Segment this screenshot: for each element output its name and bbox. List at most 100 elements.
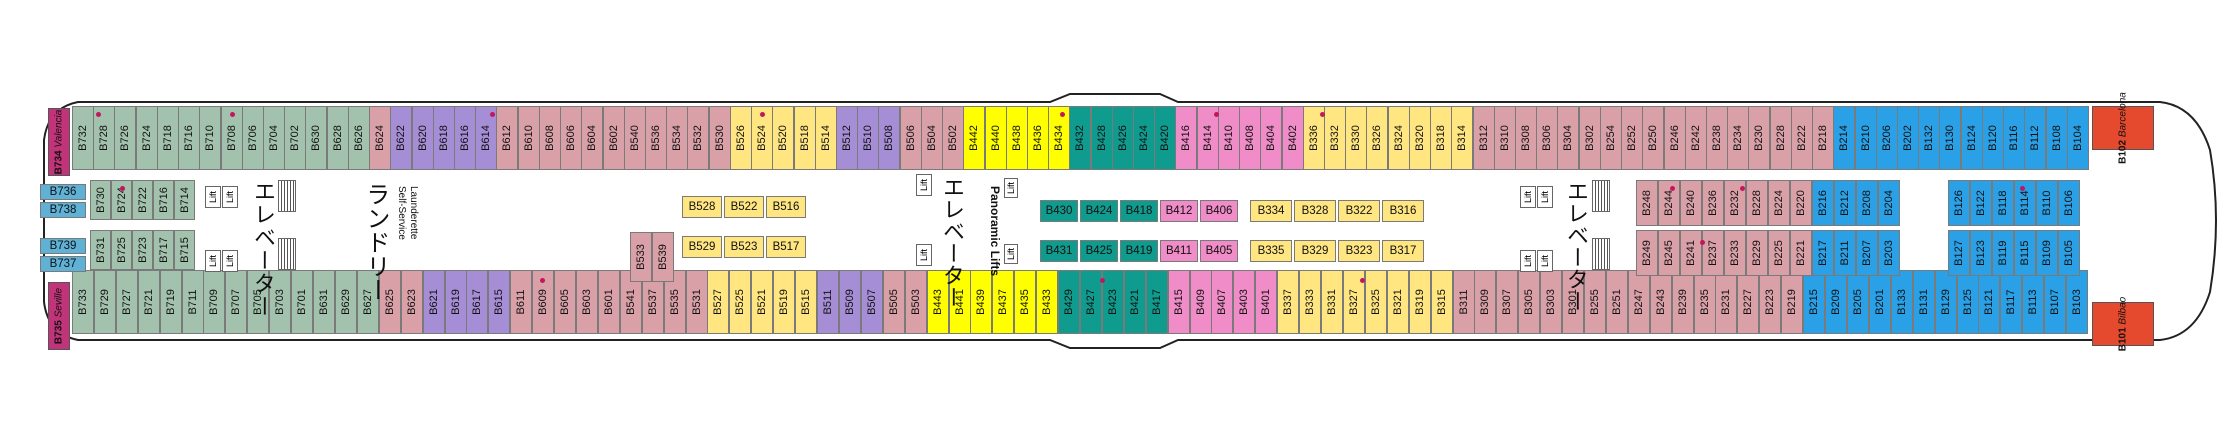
cabin-b236[interactable]: B236 <box>1702 180 1724 226</box>
cabin-b244[interactable]: B244 <box>1658 180 1680 226</box>
cabin-b408[interactable]: B408 <box>1239 106 1261 170</box>
cabin-b411[interactable]: B411 <box>1160 240 1198 262</box>
cabin-b315[interactable]: B315 <box>1431 270 1453 334</box>
cabin-b323[interactable]: B323 <box>1338 240 1380 262</box>
cabin-b325[interactable]: B325 <box>1365 270 1387 334</box>
cabin-b104[interactable]: B104 <box>2067 106 2089 170</box>
cabin-b120[interactable]: B120 <box>1982 106 2004 170</box>
cabin-b331[interactable]: B331 <box>1321 270 1343 334</box>
cabin-b628[interactable]: B628 <box>327 106 349 170</box>
cabin-b724[interactable]: B724 <box>111 180 132 220</box>
cabin-b252[interactable]: B252 <box>1621 106 1643 170</box>
cabin-b326[interactable]: B326 <box>1366 106 1388 170</box>
lift[interactable]: Lift <box>916 244 932 266</box>
cabin-b626[interactable]: B626 <box>348 106 370 170</box>
cabin-b230[interactable]: B230 <box>1748 106 1770 170</box>
lift[interactable]: Lift <box>205 250 221 272</box>
cabin-b425[interactable]: B425 <box>1080 240 1118 262</box>
cabin-b321[interactable]: B321 <box>1387 270 1409 334</box>
cabin-b738[interactable]: B738 <box>40 202 86 218</box>
cabin-b717[interactable]: B717 <box>153 230 174 270</box>
cabin-b604[interactable]: B604 <box>581 106 603 170</box>
cabin-b329[interactable]: B329 <box>1294 240 1336 262</box>
cabin-b319[interactable]: B319 <box>1409 270 1431 334</box>
cabin-b310[interactable]: B310 <box>1494 106 1516 170</box>
cabin-b521[interactable]: B521 <box>751 270 773 334</box>
cabin-b619[interactable]: B619 <box>445 270 467 334</box>
cabin-b416[interactable]: B416 <box>1175 106 1197 170</box>
cabin-b716[interactable]: B716 <box>153 180 174 220</box>
cabin-b243[interactable]: B243 <box>1650 270 1672 334</box>
cabin-b624[interactable]: B624 <box>369 106 391 170</box>
cabin-b225[interactable]: B225 <box>1768 230 1790 276</box>
cabin-b512[interactable]: B512 <box>836 106 858 170</box>
cabin-b723[interactable]: B723 <box>132 230 153 270</box>
cabin-b435[interactable]: B435 <box>1014 270 1036 334</box>
cabin-b421[interactable]: B421 <box>1124 270 1146 334</box>
cabin-b201[interactable]: B201 <box>1869 270 1891 334</box>
cabin-b617[interactable]: B617 <box>466 270 488 334</box>
cabin-b254[interactable]: B254 <box>1600 106 1622 170</box>
cabin-b702[interactable]: B702 <box>284 106 306 170</box>
cabin-b522[interactable]: B522 <box>724 196 764 218</box>
suite-barcelona[interactable]: B102 Barcelona <box>2092 92 2154 164</box>
cabin-b335[interactable]: B335 <box>1250 240 1292 262</box>
cabin-b301[interactable]: B301 <box>1562 270 1584 334</box>
cabin-b620[interactable]: B620 <box>412 106 434 170</box>
cabin-b407[interactable]: B407 <box>1211 270 1233 334</box>
cabin-b424[interactable]: B424 <box>1133 106 1155 170</box>
cabin-b623[interactable]: B623 <box>401 270 423 334</box>
cabin-b705[interactable]: B705 <box>247 270 269 334</box>
cabin-b118[interactable]: B118 <box>1992 180 2014 226</box>
cabin-b132[interactable]: B132 <box>1918 106 1940 170</box>
cabin-b534[interactable]: B534 <box>666 106 688 170</box>
cabin-b431[interactable]: B431 <box>1040 240 1078 262</box>
cabin-b224[interactable]: B224 <box>1768 180 1790 226</box>
cabin-b402[interactable]: B402 <box>1282 106 1304 170</box>
cabin-b722[interactable]: B722 <box>132 180 153 220</box>
cabin-b247[interactable]: B247 <box>1628 270 1650 334</box>
cabin-b436[interactable]: B436 <box>1027 106 1049 170</box>
cabin-b530[interactable]: B530 <box>709 106 731 170</box>
cabin-b333[interactable]: B333 <box>1299 270 1321 334</box>
cabin-b223[interactable]: B223 <box>1759 270 1781 334</box>
cabin-b219[interactable]: B219 <box>1781 270 1803 334</box>
cabin-b127[interactable]: B127 <box>1948 230 1970 276</box>
cabin-b737[interactable]: B737 <box>40 256 86 272</box>
cabin-b122[interactable]: B122 <box>1970 180 1992 226</box>
lift[interactable]: Lift <box>205 186 221 208</box>
cabin-b302[interactable]: B302 <box>1579 106 1601 170</box>
cabin-b715[interactable]: B715 <box>174 230 195 270</box>
cabin-b706[interactable]: B706 <box>242 106 264 170</box>
cabin-b729[interactable]: B729 <box>94 270 116 334</box>
cabin-b616[interactable]: B616 <box>454 106 476 170</box>
cabin-b105[interactable]: B105 <box>2058 230 2080 276</box>
cabin-b206[interactable]: B206 <box>1876 106 1898 170</box>
cabin-b316[interactable]: B316 <box>1382 200 1424 222</box>
cabin-b314[interactable]: B314 <box>1451 106 1473 170</box>
cabin-b205[interactable]: B205 <box>1847 270 1869 334</box>
cabin-b221[interactable]: B221 <box>1790 230 1812 276</box>
cabin-b506[interactable]: B506 <box>900 106 922 170</box>
panoramic-lift[interactable]: Lift <box>1004 244 1018 264</box>
cabin-b126[interactable]: B126 <box>1948 180 1970 226</box>
lift[interactable]: Lift <box>1520 186 1536 208</box>
suite-bilbao[interactable]: B101 Bilbao <box>2092 297 2154 351</box>
lift[interactable]: Lift <box>222 186 238 208</box>
cabin-b228[interactable]: B228 <box>1746 180 1768 226</box>
cabin-b505[interactable]: B505 <box>883 270 905 334</box>
cabin-b240[interactable]: B240 <box>1680 180 1702 226</box>
cabin-b203[interactable]: B203 <box>1878 230 1900 276</box>
cabin-b248[interactable]: B248 <box>1636 180 1658 226</box>
cabin-b622[interactable]: B622 <box>390 106 412 170</box>
cabin-b714[interactable]: B714 <box>174 180 195 220</box>
cabin-b211[interactable]: B211 <box>1834 230 1856 276</box>
cabin-b611[interactable]: B611 <box>510 270 532 334</box>
cabin-b612[interactable]: B612 <box>496 106 518 170</box>
cabin-b237[interactable]: B237 <box>1702 230 1724 276</box>
cabin-b704[interactable]: B704 <box>263 106 285 170</box>
cabin-b504[interactable]: B504 <box>921 106 943 170</box>
cabin-b255[interactable]: B255 <box>1584 270 1606 334</box>
cabin-b528[interactable]: B528 <box>682 196 722 218</box>
cabin-b108[interactable]: B108 <box>2046 106 2068 170</box>
